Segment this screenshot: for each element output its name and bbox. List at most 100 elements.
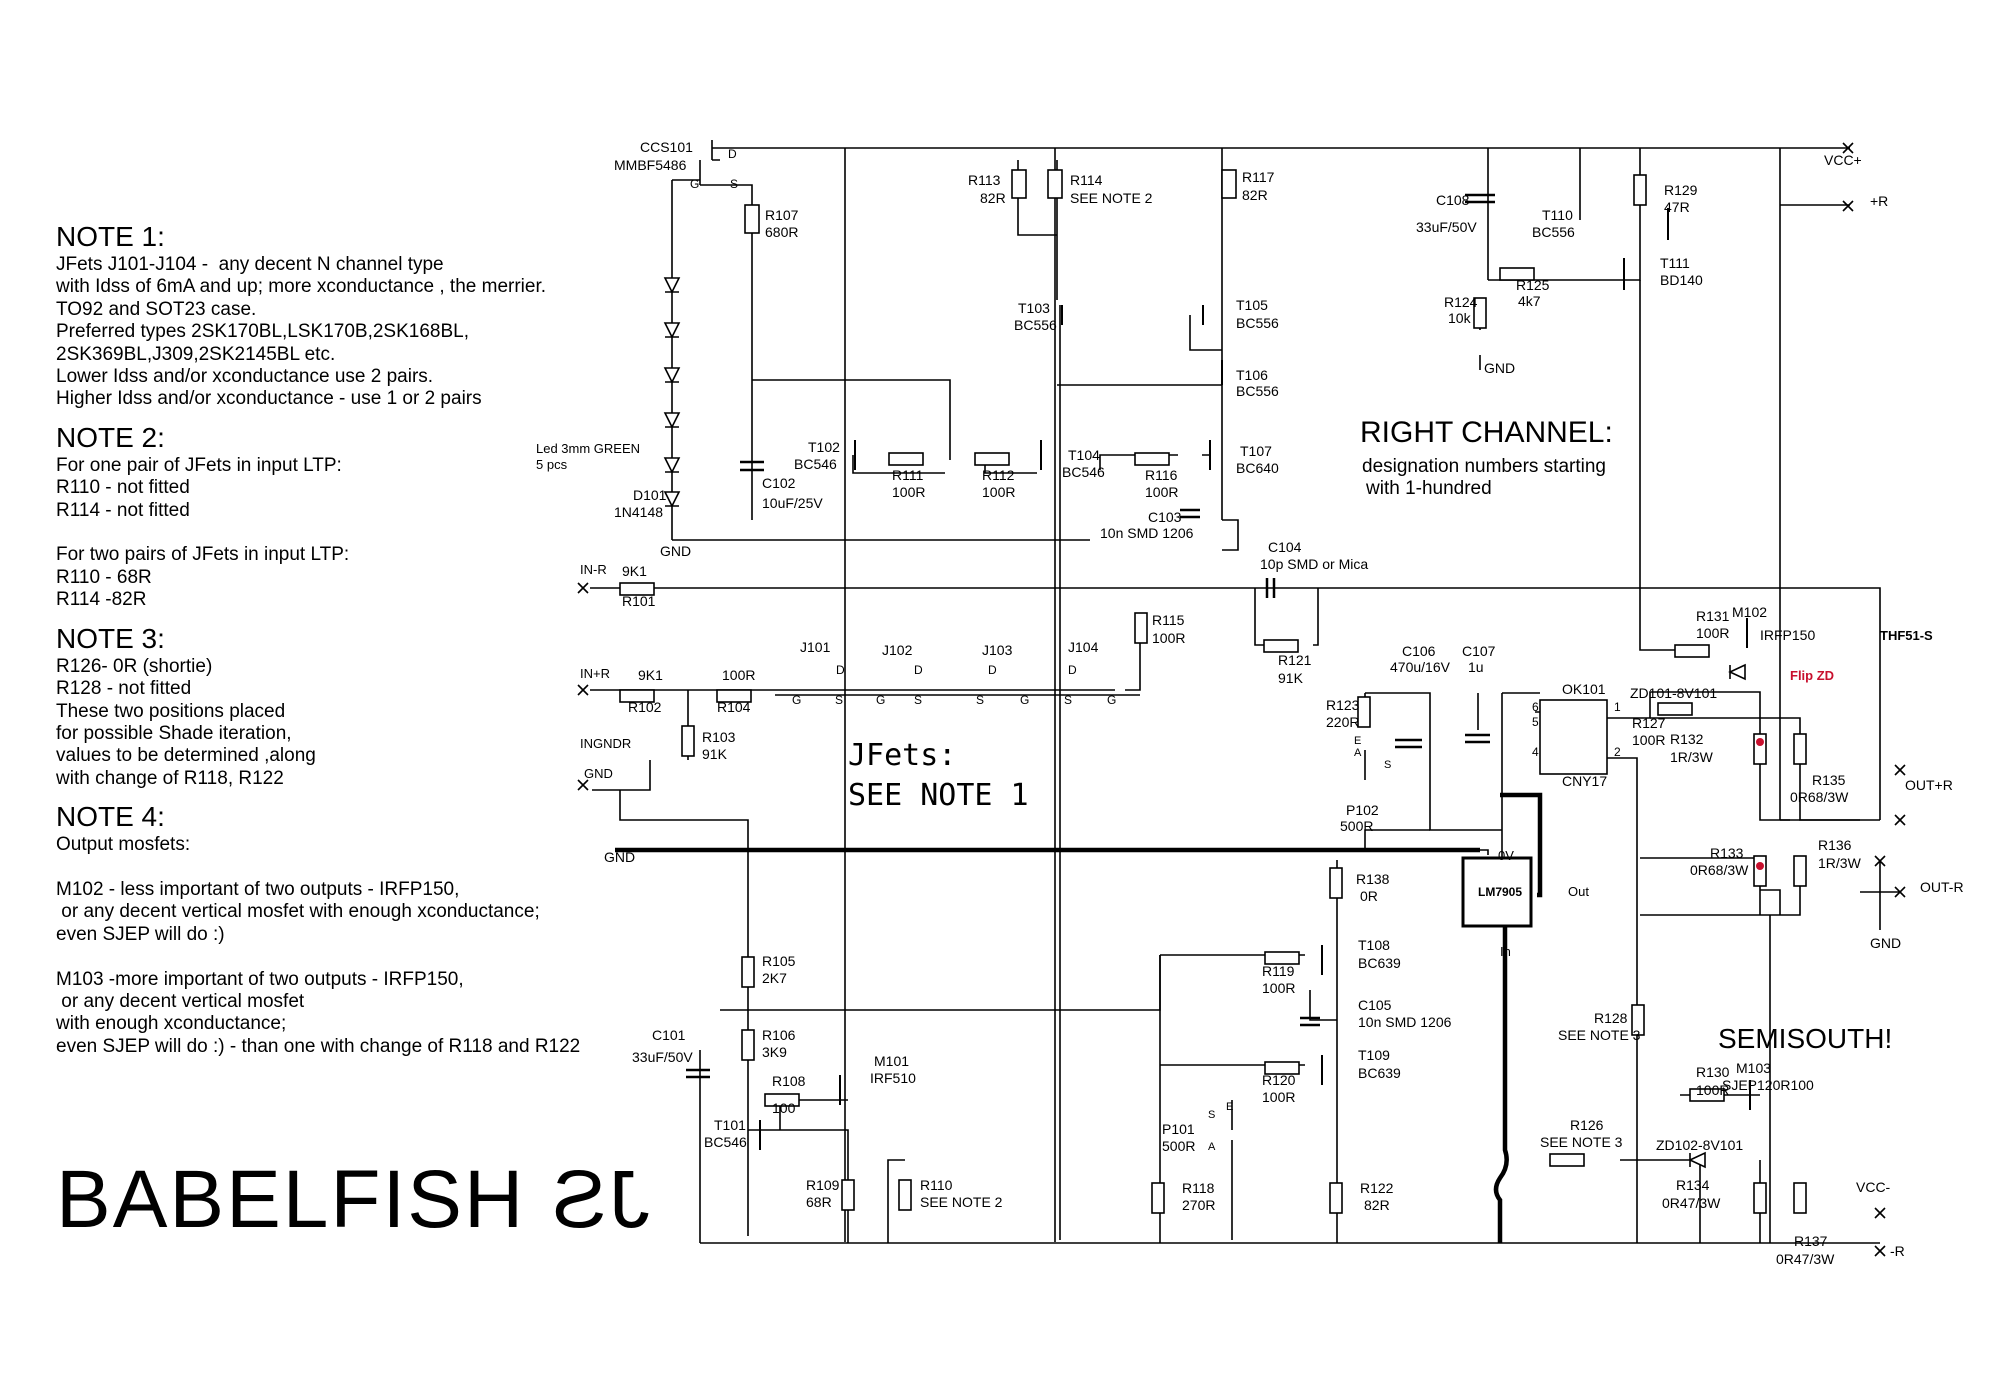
component-label: Led 3mm GREEN (536, 441, 640, 456)
component-label: 470u/16V (1390, 659, 1451, 675)
lm7905-regulator (1461, 856, 1533, 928)
component-label: R133 (1710, 845, 1744, 861)
component-label: R116 (1145, 467, 1178, 483)
component-label: 2K7 (762, 970, 787, 986)
note-line: Preferred types 2SK170BL,LSK170B,2SK168B… (56, 321, 469, 343)
component-label: 68R (806, 1194, 832, 1210)
component-label: R102 (628, 699, 662, 715)
component-label: R129 (1664, 182, 1698, 198)
component-label: 100R (1696, 625, 1729, 641)
brand-text: BABELFISH (56, 1154, 526, 1245)
component-label: R106 (762, 1027, 796, 1043)
component-label: 0V (1498, 848, 1514, 863)
component-label: ZD102-8V101 (1656, 1137, 1743, 1153)
component-label: 2 (1614, 745, 1621, 759)
component-label: 100R (722, 667, 755, 683)
component-label: BC546 (704, 1134, 747, 1150)
component-label: M101 (874, 1053, 909, 1069)
component-label: R105 (762, 953, 796, 969)
component-label: G (792, 693, 801, 707)
note-line: M103 -more important of two outputs - IR… (56, 968, 464, 990)
note-line: R110 - not fitted (56, 477, 190, 499)
component-label: GND (1484, 360, 1515, 376)
component-label: BC556 (1014, 317, 1057, 333)
component-label: 0R68/3W (1690, 862, 1749, 878)
component-label: D (836, 663, 845, 677)
component-label: 680R (765, 224, 798, 240)
component-label: D (728, 147, 737, 161)
component-label: SJEP120R100 (1722, 1077, 1814, 1093)
component-label: OK101 (1562, 681, 1606, 697)
flip-marker-bottom (1756, 862, 1764, 870)
component-label: 3K9 (762, 1044, 787, 1060)
component-label: R135 (1812, 772, 1846, 788)
component-label: C103 (1148, 509, 1182, 525)
note-line: even SJEP will do :) (56, 923, 225, 945)
component-label: 6 (1532, 700, 1539, 714)
component-label: C107 (1462, 643, 1496, 659)
component-label: T110 (1542, 207, 1573, 223)
component-label: R125 (1516, 277, 1550, 293)
component-label: R128 (1594, 1010, 1628, 1026)
flip-marker-top (1756, 738, 1764, 746)
note-line: R126- 0R (shortie) (56, 655, 213, 677)
component-label: 10uF/25V (762, 495, 823, 511)
component-label: 100R (1262, 980, 1295, 996)
component-label: VCC- (1856, 1179, 1891, 1195)
component-label: 100R (1696, 1082, 1729, 1098)
note-line: For two pairs of JFets in input LTP: (56, 544, 350, 566)
note-line: JFets J101-J104 - any decent N channel t… (56, 254, 444, 275)
component-label: R117 (1242, 169, 1275, 185)
component-label: 47R (1664, 199, 1690, 215)
component-label: In (1500, 944, 1511, 959)
component-label: R131 (1696, 608, 1730, 624)
note-line: for possible Shade iteration, (56, 722, 292, 744)
component-label: 82R (1364, 1197, 1390, 1213)
note-line: with change of R118, R122 (56, 767, 284, 789)
component-label: R111 (892, 467, 924, 483)
component-label: 220R (1326, 714, 1359, 730)
component-label: T107 (1240, 443, 1272, 459)
component-label: R112 (982, 467, 1015, 483)
component-label: P101 (1162, 1121, 1195, 1137)
semisouth-heading: SEMISOUTH! (1718, 1023, 1892, 1054)
component-label: SEE NOTE 2 (920, 1194, 1003, 1210)
component-label: 0R (1360, 888, 1378, 904)
component-label: 0R47/3W (1776, 1251, 1835, 1267)
component-label: T108 (1358, 937, 1390, 953)
brand-title: BABELFISH JS (56, 1154, 650, 1245)
component-label: 91K (1278, 670, 1304, 686)
jfets-note: SEE NOTE 1 (848, 778, 1029, 813)
note-line: with enough xconductance; (56, 1013, 287, 1035)
component-label: T106 (1236, 367, 1268, 383)
note-line: even SJEP will do :) - than one with cha… (56, 1035, 581, 1057)
component-label: C102 (762, 475, 796, 491)
component-label: 0R68/3W (1790, 789, 1849, 805)
component-label: 100 (772, 1100, 796, 1116)
note-line: R114 -82R (56, 589, 147, 611)
component-label: Out (1568, 884, 1589, 899)
component-label: BC556 (1532, 224, 1575, 240)
component-label: E (1354, 735, 1361, 747)
component-label: 1u (1468, 659, 1484, 675)
component-label: R136 (1818, 837, 1852, 853)
component-label: E (1226, 1101, 1233, 1113)
note-line (56, 857, 616, 879)
component-label-bold: LM7905 (1478, 885, 1522, 899)
component-label: G (1020, 693, 1029, 707)
component-label: 33uF/50V (1416, 219, 1477, 235)
note-line: For one pair of JFets in input LTP: (56, 454, 342, 476)
component-label: R122 (1360, 1180, 1394, 1196)
component-label: 9K1 (638, 667, 663, 683)
component-label: C101 (652, 1027, 686, 1043)
component-label: S (1384, 759, 1391, 771)
note-title: NOTE 3: (56, 622, 165, 654)
note-title: NOTE 1: (56, 221, 165, 252)
component-label: R123 (1326, 697, 1360, 713)
component-label: 82R (980, 190, 1006, 206)
component-label: R138 (1356, 871, 1390, 887)
component-label: R109 (806, 1177, 840, 1193)
note-title: NOTE 2: (56, 421, 165, 453)
note-line (56, 946, 616, 968)
